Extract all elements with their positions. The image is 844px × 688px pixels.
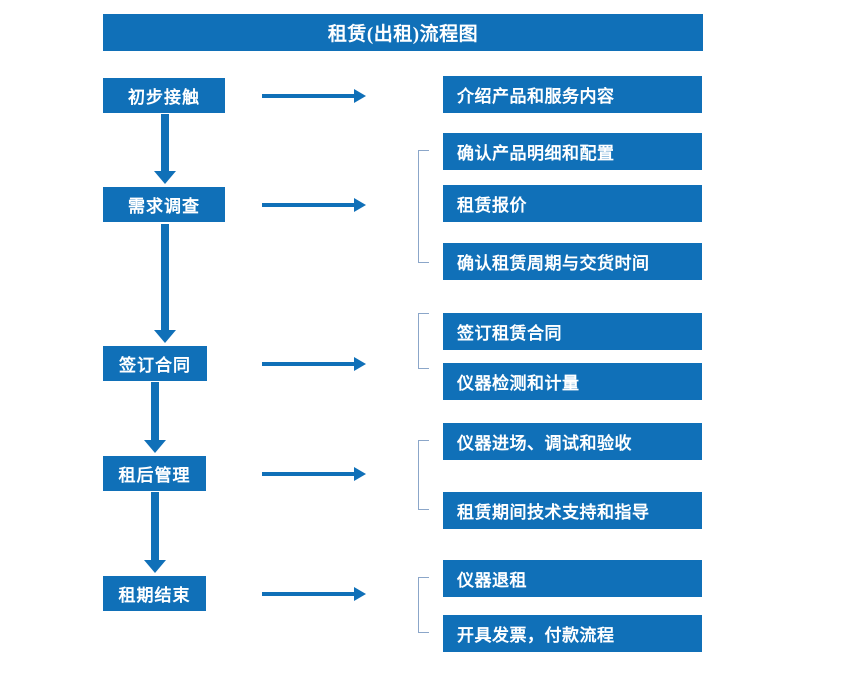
detail-box-rental-quotation[interactable]: 租赁报价 xyxy=(443,185,702,222)
stage-box-post-rental-management[interactable]: 租后管理 xyxy=(103,456,206,491)
stage-box-lease-end[interactable]: 租期结束 xyxy=(103,576,206,611)
detail-box-invoice-payment[interactable]: 开具发票，付款流程 xyxy=(443,615,702,652)
arrow-down-icon-contact-to-survey xyxy=(154,114,176,184)
detail-box-instrument-inspection[interactable]: 仪器检测和计量 xyxy=(443,363,702,400)
detail-box-sign-lease-agreement[interactable]: 签订租赁合同 xyxy=(443,313,702,350)
arrow-down-icon-management-to-lease-end xyxy=(144,492,166,573)
detail-box-technical-support[interactable]: 租赁期间技术支持和指导 xyxy=(443,492,702,529)
group-bracket-icon-lease-end xyxy=(418,577,429,633)
arrow-down-icon-survey-to-contract xyxy=(154,224,176,343)
arrow-right-icon-stage-5 xyxy=(262,586,366,602)
detail-box-introduce-products[interactable]: 介绍产品和服务内容 xyxy=(443,76,702,113)
detail-box-instrument-installation[interactable]: 仪器进场、调试和验收 xyxy=(443,423,702,460)
arrow-right-icon-stage-1 xyxy=(262,88,366,104)
arrow-right-icon-stage-4 xyxy=(262,466,366,482)
diagram-title: 租赁(出租)流程图 xyxy=(103,14,703,51)
arrow-down-icon-contract-to-management xyxy=(144,382,166,453)
stage-box-requirement-survey[interactable]: 需求调查 xyxy=(103,187,225,222)
detail-box-instrument-return[interactable]: 仪器退租 xyxy=(443,560,702,597)
group-bracket-icon-survey xyxy=(418,150,429,263)
stage-box-sign-contract[interactable]: 签订合同 xyxy=(103,346,207,381)
detail-box-confirm-lease-period[interactable]: 确认租赁周期与交货时间 xyxy=(443,243,702,280)
group-bracket-icon-contract xyxy=(418,313,429,369)
group-bracket-icon-management xyxy=(418,440,429,510)
arrow-right-icon-stage-3 xyxy=(262,356,366,372)
arrow-right-icon-stage-2 xyxy=(262,197,366,213)
stage-box-initial-contact[interactable]: 初步接触 xyxy=(103,78,225,113)
detail-box-confirm-product-spec[interactable]: 确认产品明细和配置 xyxy=(443,133,702,170)
